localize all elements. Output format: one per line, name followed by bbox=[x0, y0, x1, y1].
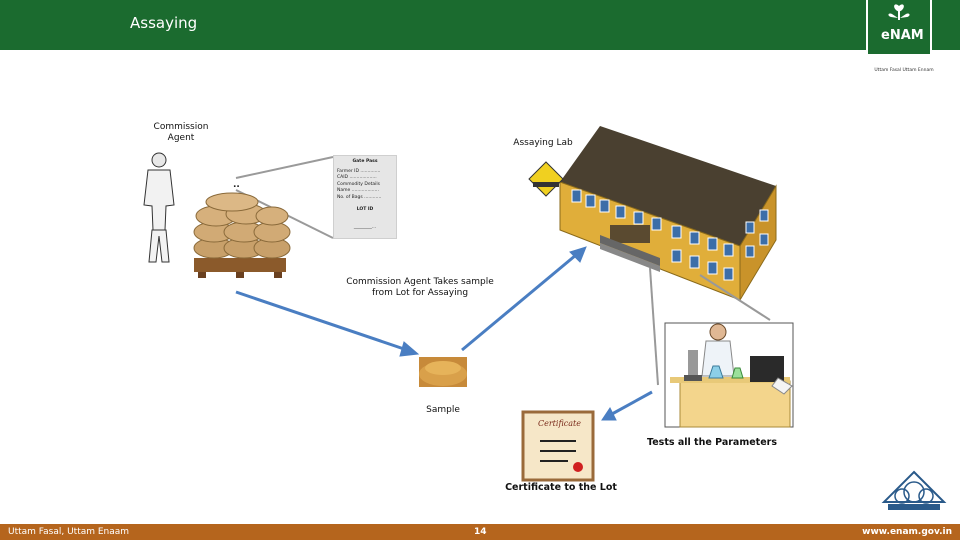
footer-website-link[interactable]: www.enam.gov.in bbox=[862, 527, 952, 537]
certificate-title: Certificate bbox=[538, 419, 581, 428]
gate-pass-lot-id: LOT ID bbox=[356, 206, 374, 212]
connector-line bbox=[649, 267, 659, 386]
certificate-caption: Certificate to the Lot bbox=[505, 482, 617, 493]
leaf-icon bbox=[888, 4, 910, 20]
gate-pass-line: Farmer ID .............. bbox=[337, 168, 381, 174]
gate-pass-signature: ________... bbox=[353, 225, 377, 231]
gate-pass-line: Name ................... bbox=[337, 188, 379, 194]
tests-parameters-label: Tests all the Parameters bbox=[647, 437, 777, 448]
process-arrows bbox=[235, 246, 653, 421]
gate-pass-line: No. of Bags ............ bbox=[337, 194, 382, 200]
footer-slogan: Uttam Fasal, Uttam Enaam bbox=[8, 527, 130, 537]
nagarjuna-logo bbox=[881, 470, 947, 510]
enam-logo bbox=[866, 0, 932, 56]
slide-title: Assaying bbox=[130, 14, 198, 32]
lab-badge-icon bbox=[528, 161, 564, 197]
commission-agent-label: Commission Agent bbox=[153, 122, 209, 143]
page-number: 14 bbox=[474, 527, 487, 537]
gate-pass-document: Gate Pass Farmer ID .............. CAID … bbox=[333, 155, 397, 239]
assaying-lab-building bbox=[559, 126, 777, 302]
logo-tagline: Uttam Fasal Uttam Ennam bbox=[874, 68, 934, 73]
grain-sacks-pallet bbox=[193, 192, 291, 278]
svg-text:..: .. bbox=[233, 180, 240, 190]
takes-sample-label: Commission Agent Takes sample from Lot f… bbox=[346, 277, 494, 298]
footer-bar bbox=[0, 524, 960, 540]
lab-testing-scene bbox=[664, 322, 794, 428]
gate-pass-line: Commodity Details bbox=[337, 181, 380, 187]
gate-pass-title: Gate Pass bbox=[352, 159, 378, 164]
assaying-process-illustration: .. bbox=[143, 126, 947, 510]
header-bar bbox=[0, 0, 960, 50]
sample-label: Sample bbox=[426, 405, 460, 415]
assaying-lab-label: Assaying Lab bbox=[513, 138, 573, 148]
logo-text: eNAM bbox=[881, 28, 924, 43]
connector-line bbox=[235, 156, 334, 179]
gate-pass-line: CAID ................... bbox=[337, 175, 377, 181]
grain-sample bbox=[419, 357, 467, 387]
certificate-scroll bbox=[521, 410, 595, 482]
seal-icon bbox=[573, 462, 583, 472]
connector-line bbox=[699, 274, 771, 321]
commission-agent-figure bbox=[143, 152, 175, 263]
